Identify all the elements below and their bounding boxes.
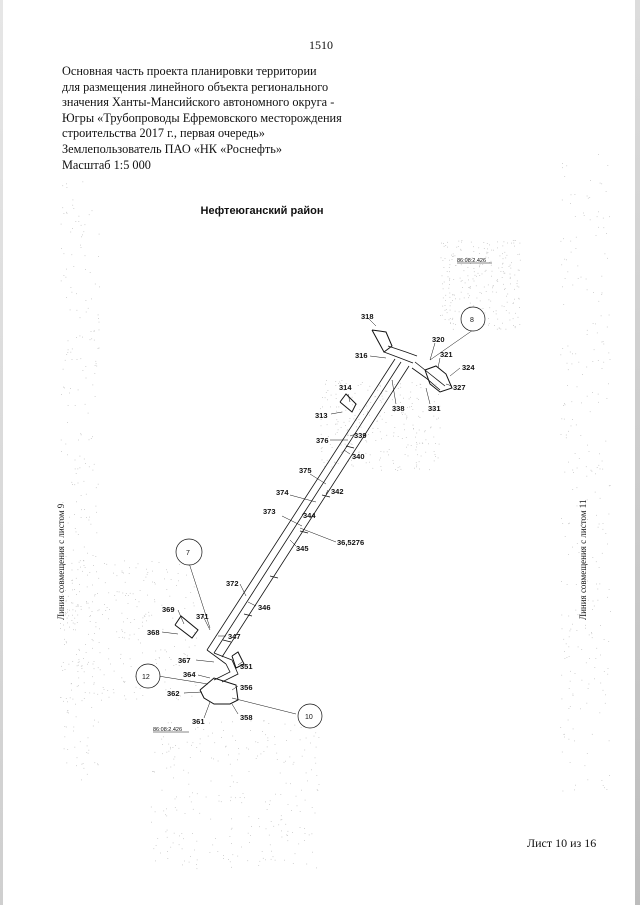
point-label: 347: [228, 632, 241, 641]
sheet-circle-12: [135, 663, 161, 689]
point-label: 364: [183, 670, 196, 679]
point-label: 374: [276, 488, 289, 497]
point-label: 369: [162, 605, 175, 614]
point-label: 318: [361, 312, 374, 321]
point-label: 331: [428, 404, 441, 413]
point-labels: 318 320 321 324 327 331 316 338 314 313 …: [147, 312, 475, 726]
page-number: 1510: [309, 38, 333, 52]
header-line: Югры «Трубопроводы Ефремовского месторож…: [62, 110, 342, 125]
scan-edge-right: [635, 0, 640, 905]
point-label: 346: [258, 603, 271, 612]
point-label: 321: [440, 350, 453, 359]
point-label: 320: [432, 335, 445, 344]
point-label: 356: [240, 683, 253, 692]
point-label: 371: [196, 612, 209, 621]
sheet-circle-7: [175, 538, 203, 566]
header-line: для размещения линейного объекта региона…: [62, 79, 329, 94]
point-label: 340: [352, 452, 365, 461]
point-label: 342: [331, 487, 344, 496]
header-line: Основная часть проекта планировки террит…: [62, 64, 317, 78]
point-label: 368: [147, 628, 160, 637]
point-label: 345: [296, 544, 309, 553]
point-label: 344: [303, 511, 316, 520]
point-label: 36,5276: [337, 538, 364, 547]
point-label: 372: [226, 579, 239, 588]
point-label: 327: [453, 383, 466, 392]
point-label: 314: [339, 383, 352, 392]
header-line: Масштаб 1:5 000: [62, 157, 151, 172]
point-label: 361: [192, 717, 205, 726]
header-line: Землепользователь ПАО «НК «Роснефть»: [62, 141, 282, 156]
point-label: 358: [240, 713, 253, 722]
point-label: 367: [178, 656, 191, 665]
sheet-circle-10: [297, 703, 323, 729]
pipeline-corridor: [174, 329, 453, 705]
sheet-circle-label: 8: [470, 317, 474, 324]
point-label: 376: [316, 436, 329, 445]
sheet-reference-circles: [135, 306, 486, 729]
header-line: строительства 2017 г., первая очередь»: [62, 126, 265, 141]
sheet-counter: Лист 10 из 16: [527, 836, 597, 850]
point-label: 373: [263, 507, 276, 516]
scan-edge-left: [0, 0, 3, 905]
point-label: 351: [240, 662, 253, 671]
point-label: 338: [392, 404, 405, 413]
point-label: 324: [462, 363, 475, 372]
cadastral-label-top: 86:08:2.426: [457, 258, 486, 264]
point-label: 316: [355, 351, 368, 360]
sheet-circle-8: [460, 306, 486, 332]
point-label: 313: [315, 411, 328, 420]
map-speckle-texture: [60, 154, 611, 870]
label-leaders: [157, 317, 474, 719]
sheet-circle-label: 7: [186, 550, 190, 557]
sheet-circle-label: 12: [142, 674, 150, 681]
district-title: Нефтеюганский район: [200, 205, 324, 217]
point-label: 339: [354, 431, 367, 440]
cadastral-label-bottom: 86:08:2.426: [153, 727, 182, 733]
document-header: Основная часть проекта планировки террит…: [62, 64, 362, 173]
point-label: 375: [299, 466, 312, 475]
header-line: значения Ханты-Мансийского автономного о…: [62, 95, 335, 110]
sheet-circle-label: 10: [305, 714, 313, 721]
point-label: 362: [167, 689, 180, 698]
